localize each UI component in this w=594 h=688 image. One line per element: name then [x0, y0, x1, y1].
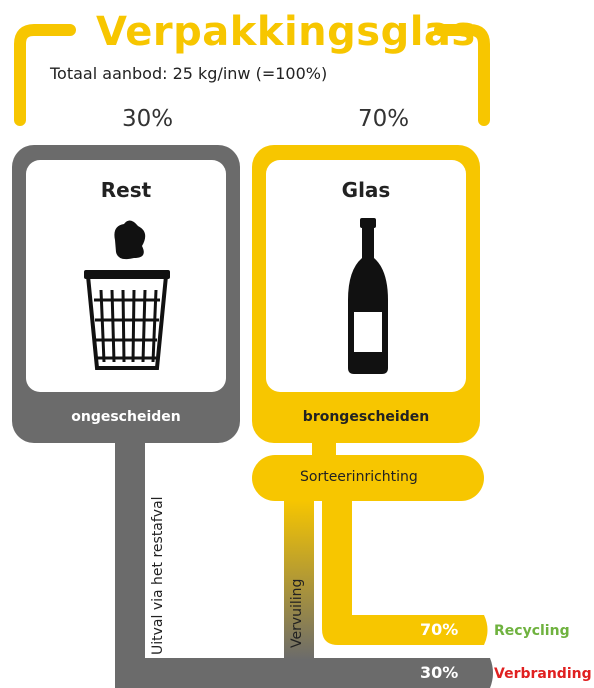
- sorting-label: Sorteerinrichting: [300, 469, 418, 485]
- sorting-pill: [252, 455, 484, 501]
- contamination-label: Vervuiling: [289, 578, 305, 648]
- subtitle: Totaal aanbod: 25 kg/inw (=100%): [50, 64, 328, 83]
- glass-bottle-icon: [348, 218, 388, 374]
- title-bracket-left: [14, 24, 76, 126]
- rest-footer: ongescheiden: [71, 409, 181, 425]
- rest-flow-vertical: [115, 440, 145, 688]
- incineration-flow-tip: [470, 658, 493, 688]
- recycling-label: Recycling: [494, 623, 570, 639]
- title-bracket-right: [434, 24, 490, 126]
- rest-heading: Rest: [100, 178, 152, 202]
- incineration-percent: 30%: [420, 663, 459, 682]
- recycling-percent: 70%: [420, 620, 459, 639]
- rest-flow-label: Uitval via het restafval: [150, 496, 166, 655]
- contamination-flow: [284, 500, 314, 660]
- incineration-label: Verbranding: [494, 666, 592, 682]
- glas-heading: Glas: [341, 178, 391, 202]
- trash-bin-icon: [84, 220, 170, 370]
- diagram-title: Verpakkingsglas: [96, 9, 476, 55]
- recycling-flow-tip: [470, 615, 488, 645]
- glas-footer: brongescheiden: [302, 409, 430, 425]
- glas-percent: 70%: [358, 106, 410, 132]
- incineration-flow: [115, 658, 485, 688]
- recycling-flow: [322, 500, 480, 645]
- rest-percent: 30%: [122, 106, 174, 132]
